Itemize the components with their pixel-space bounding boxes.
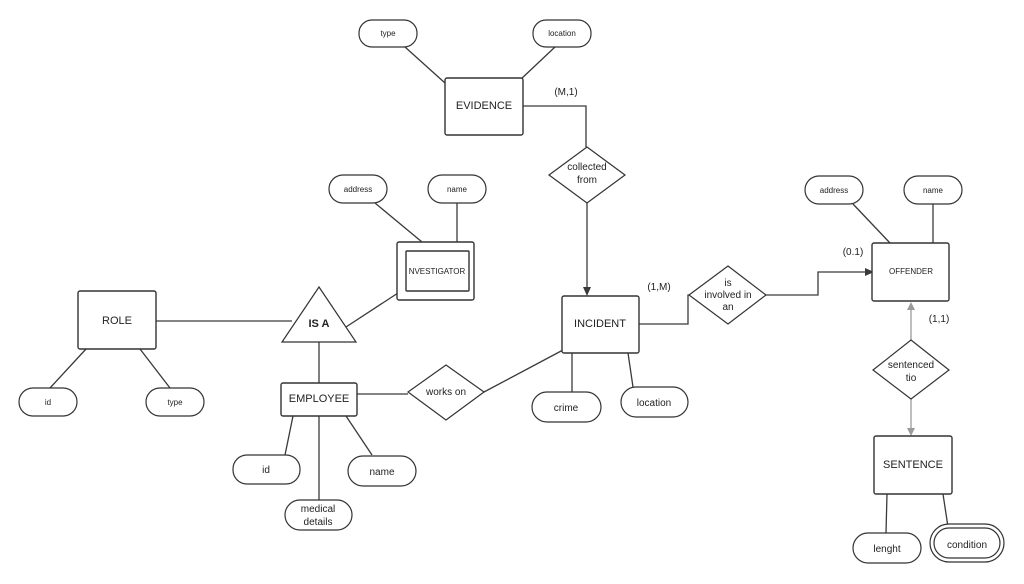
connector-role-type bbox=[139, 348, 171, 389]
connector-investigator-address bbox=[374, 202, 423, 243]
attribute-incident-crime[interactable]: crime bbox=[531, 391, 602, 423]
attribute-evidence-location[interactable]: location bbox=[532, 19, 592, 48]
entity-evidence-label: EVIDENCE bbox=[456, 100, 512, 112]
cardinality-offender-sentence: (1,1) bbox=[929, 314, 950, 325]
entity-employee[interactable]: EMPLOYEE bbox=[280, 382, 358, 417]
connector-employee-id bbox=[284, 415, 294, 456]
attribute-investigator-address-label: address bbox=[344, 185, 372, 194]
relationship-involved-line2: involved in bbox=[704, 290, 751, 301]
connector-sentence-lenght bbox=[885, 493, 888, 534]
attribute-sentence-lenght[interactable]: lenght bbox=[852, 532, 922, 564]
isa-label: IS A bbox=[309, 318, 330, 330]
entity-role[interactable]: ROLE bbox=[77, 290, 157, 350]
relationship-collected-line2: from bbox=[577, 175, 597, 186]
entity-incident-label: INCIDENT bbox=[574, 318, 626, 330]
connectors bbox=[49, 46, 949, 534]
cardinality-evidence-incident: (M,1) bbox=[554, 87, 577, 98]
attribute-investigator-name-label: name bbox=[447, 185, 468, 194]
connector-incident-involved bbox=[639, 294, 689, 325]
relationship-works-on[interactable]: works on bbox=[406, 364, 486, 421]
attribute-employee-id[interactable]: id bbox=[232, 454, 301, 485]
attribute-offender-name-label: name bbox=[923, 186, 944, 195]
entity-offender-label: OFFENDER bbox=[889, 267, 933, 276]
attribute-employee-name[interactable]: name bbox=[347, 455, 417, 487]
attribute-sentence-condition[interactable]: condition bbox=[929, 523, 1005, 563]
connector-sentence-condition bbox=[942, 493, 949, 528]
entity-offender[interactable]: OFFENDER bbox=[871, 242, 950, 302]
entity-incident[interactable]: INCIDENT bbox=[561, 295, 640, 354]
attribute-role-type[interactable]: type bbox=[145, 387, 205, 417]
arrowhead-incident bbox=[583, 287, 591, 296]
entity-evidence[interactable]: EVIDENCE bbox=[444, 77, 524, 136]
attribute-role-type-label: type bbox=[167, 398, 183, 407]
attribute-investigator-address[interactable]: address bbox=[328, 174, 388, 204]
entity-sentence[interactable]: SENTENCE bbox=[873, 435, 953, 495]
attribute-offender-address-label: address bbox=[820, 186, 848, 195]
entity-investigator[interactable]: NVESTIGATOR bbox=[396, 241, 475, 301]
connector-evidence-type bbox=[404, 46, 446, 84]
relationship-collected-line1: collected bbox=[567, 162, 606, 173]
attribute-employee-medical-details[interactable]: medical details bbox=[284, 499, 353, 531]
connector-role-id bbox=[49, 348, 87, 389]
attribute-evidence-location-label: location bbox=[548, 29, 576, 38]
cardinality-offender-involved: (0.1) bbox=[843, 247, 864, 258]
entity-sentence-label: SENTENCE bbox=[883, 459, 943, 471]
relationship-involved-line3: an bbox=[722, 302, 733, 313]
arrowhead-offender bbox=[865, 268, 874, 276]
attribute-employee-name-label: name bbox=[369, 467, 394, 478]
relationship-involved-in[interactable]: is involved in an bbox=[687, 265, 767, 325]
isa-triangle[interactable]: IS A bbox=[280, 285, 358, 343]
relationship-sentenced-line2: tio bbox=[906, 373, 917, 384]
relationship-sentenced-to[interactable]: sentenced tio bbox=[872, 339, 950, 400]
attribute-evidence-type-label: type bbox=[380, 29, 396, 38]
attribute-role-id-label: id bbox=[45, 398, 51, 407]
attribute-offender-name[interactable]: name bbox=[903, 175, 963, 205]
connector-evidence-location bbox=[519, 46, 556, 81]
connector-incident-location bbox=[627, 352, 634, 388]
attribute-medical-line1: medical bbox=[301, 504, 335, 515]
arrowhead-sentence bbox=[907, 428, 915, 436]
attribute-investigator-name[interactable]: name bbox=[427, 174, 487, 204]
connector-involved-offender bbox=[766, 271, 866, 296]
connector-employee-name bbox=[345, 415, 373, 456]
attribute-sentence-lenght-label: lenght bbox=[873, 544, 900, 555]
attribute-medical-line2: details bbox=[304, 517, 333, 528]
entity-role-label: ROLE bbox=[102, 315, 132, 327]
relationship-collected-from[interactable]: collected from bbox=[547, 146, 627, 204]
connector-offender-address bbox=[852, 203, 891, 244]
attribute-incident-crime-label: crime bbox=[554, 403, 579, 414]
connector-investigator-isa bbox=[345, 292, 399, 328]
entity-investigator-label: NVESTIGATOR bbox=[409, 267, 466, 276]
attribute-role-id[interactable]: id bbox=[18, 387, 78, 417]
attribute-incident-location[interactable]: location bbox=[620, 386, 689, 418]
relationship-involved-line1: is bbox=[724, 278, 731, 289]
cardinality-incident-involved: (1,M) bbox=[647, 282, 670, 293]
attribute-employee-id-label: id bbox=[262, 465, 270, 476]
connector-evidence-collected bbox=[523, 105, 587, 147]
relationship-sentenced-line1: sentenced bbox=[888, 360, 934, 371]
entity-employee-label: EMPLOYEE bbox=[289, 393, 350, 405]
attribute-sentence-condition-label: condition bbox=[947, 540, 987, 551]
connector-workson-incident bbox=[483, 349, 564, 393]
relationship-works-on-label: works on bbox=[425, 387, 466, 398]
attribute-incident-location-label: location bbox=[637, 398, 671, 409]
attribute-offender-address[interactable]: address bbox=[804, 175, 864, 205]
arrowhead-offender-up bbox=[907, 302, 915, 310]
attribute-evidence-type[interactable]: type bbox=[358, 19, 418, 48]
